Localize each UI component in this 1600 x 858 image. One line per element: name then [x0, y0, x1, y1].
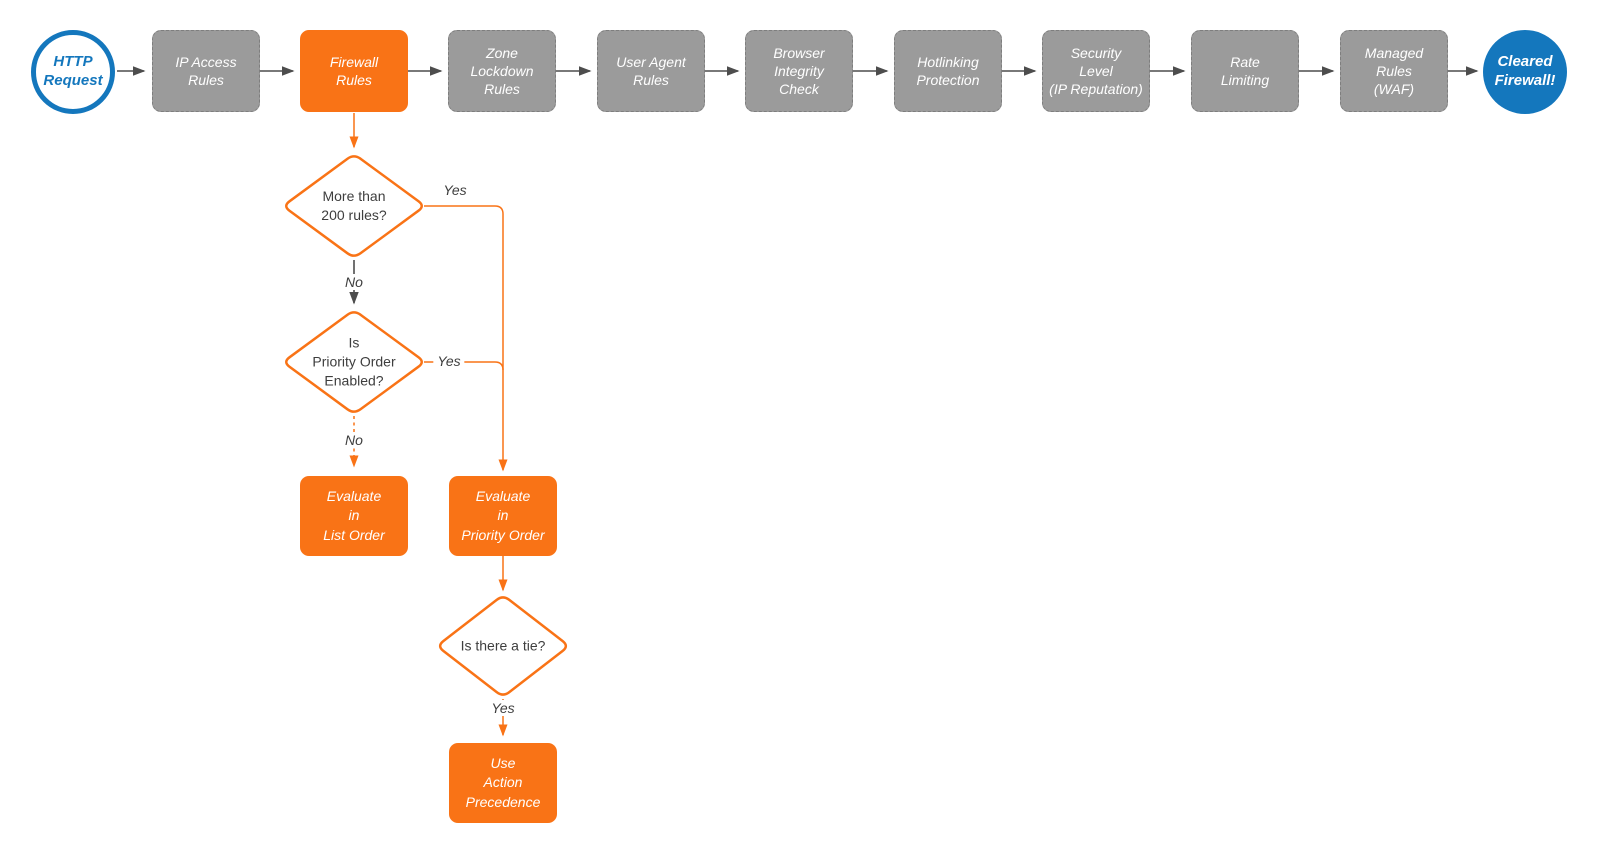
stage-firewall-rules: Firewall Rules	[300, 30, 408, 112]
edge-label-d1-no: No	[341, 274, 367, 290]
stage-ip-access-rules: IP Access Rules	[152, 30, 260, 112]
end-node-cleared-firewall: Cleared Firewall!	[1483, 30, 1567, 114]
action-evaluate-in-list-order: Evaluate in List Order	[300, 476, 408, 556]
action-evaluate-in-priority-order: Evaluate in Priority Order	[449, 476, 557, 556]
stage-managed-rules-waf: Managed Rules (WAF)	[1340, 30, 1448, 112]
decision-more-than-200-rules-label: More than 200 rules?	[321, 188, 387, 223]
stage-security-level-ip-reputation: Security Level (IP Reputation)	[1042, 30, 1150, 112]
edge-label-d2-yes: Yes	[433, 353, 465, 369]
decision-priority-order-enabled-label: Is Priority Order Enabled?	[312, 334, 396, 389]
action-use-action-precedence: Use Action Precedence	[449, 743, 557, 823]
line-d2-yes-merge	[424, 361, 504, 371]
decision-is-there-a-tie-label: Is there a tie?	[460, 637, 546, 654]
stage-browser-integrity-check: Browser Integrity Check	[745, 30, 853, 112]
stage-user-agent-rules: User Agent Rules	[597, 30, 705, 112]
edge-label-d2-no: No	[341, 432, 367, 448]
start-node-http-request: HTTP Request	[31, 30, 115, 114]
arrow-d1-yes-to-priority	[424, 205, 508, 472]
decision-more-than-200-rules-shape	[285, 155, 423, 257]
edge-label-d1-yes: Yes	[443, 182, 467, 198]
decision-priority-order-enabled-shape	[285, 311, 423, 413]
stage-zone-lockdown-rules: Zone Lockdown Rules	[448, 30, 556, 112]
decision-is-there-a-tie-shape	[438, 596, 568, 696]
edge-label-d3-yes: Yes	[487, 700, 519, 716]
stage-hotlinking-protection: Hotlinking Protection	[894, 30, 1002, 112]
stage-rate-limiting: Rate Limiting	[1191, 30, 1299, 112]
